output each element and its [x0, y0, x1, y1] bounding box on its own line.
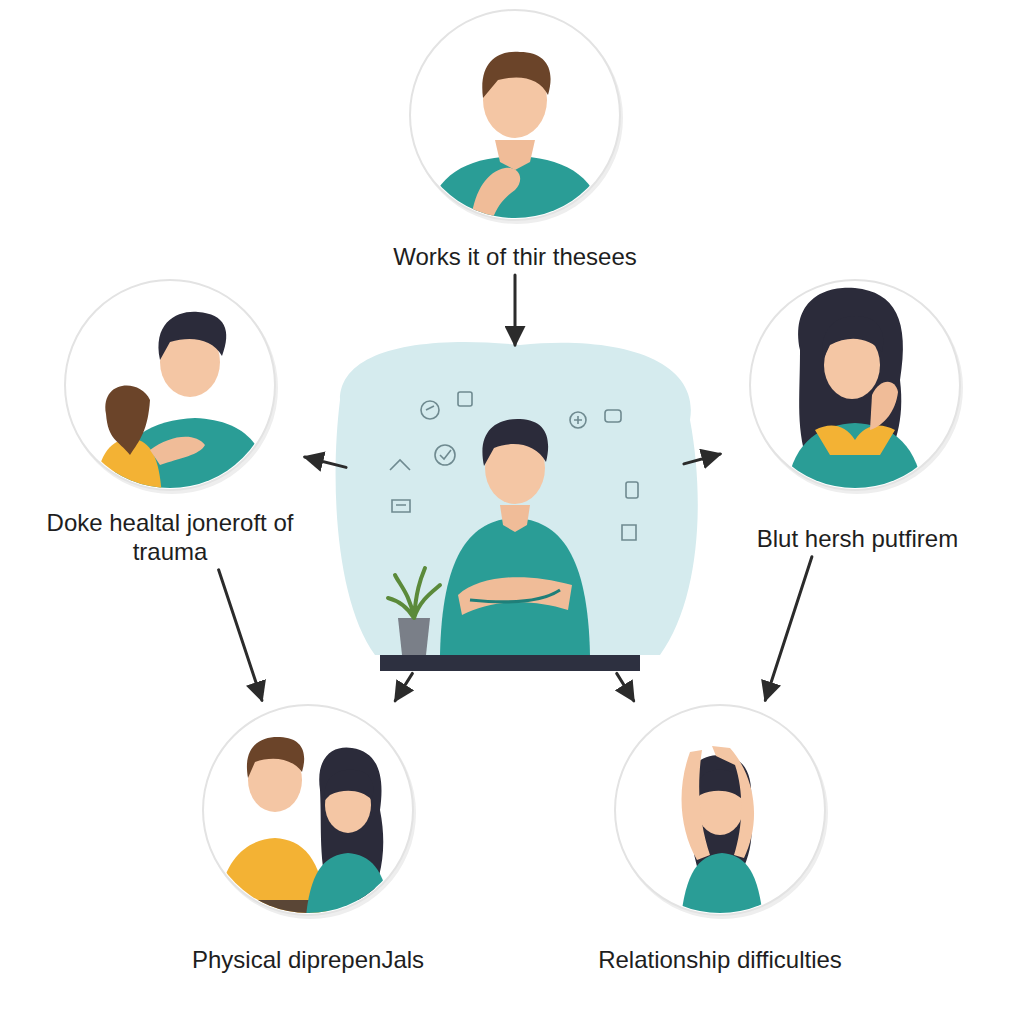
circle-node: Physical diprepenJals: [153, 705, 463, 974]
illustration-part: [380, 655, 640, 671]
illustration-part: [822, 316, 883, 360]
illustration-part: [421, 401, 439, 419]
illustration-part: [458, 577, 572, 615]
illustration-part: [622, 525, 636, 540]
node-label: Doke healtal joneroft of trauma: [40, 508, 300, 566]
node-label: Relationship difficulties: [565, 945, 875, 974]
node-label: Blut hersh putfirem: [725, 524, 990, 553]
illustration-part: [105, 386, 150, 455]
illustration-part: [870, 382, 898, 430]
illustration-part: [626, 482, 638, 498]
illustration-part: [785, 423, 925, 500]
illustration-part: [150, 437, 205, 465]
node-label: Works it of thir thesees: [365, 242, 665, 271]
circle-node: Doke healtal joneroft of trauma: [40, 280, 300, 566]
circle-node: Blut hersh putfirem: [725, 280, 990, 553]
man-child-figure: [95, 312, 272, 500]
circle-frames: [65, 10, 963, 919]
illustration-part: [325, 770, 374, 800]
flow-arrow: [219, 570, 262, 701]
illustration-part: [435, 445, 455, 465]
circle-node: Relationship difficulties: [565, 705, 875, 974]
illustration-part: [815, 425, 895, 455]
flow-arrow: [305, 457, 346, 467]
illustration-part: [570, 412, 586, 428]
illustration-part: [712, 746, 754, 858]
flow-arrow: [514, 275, 517, 345]
illustration-part: [605, 410, 621, 422]
illustration-part: [500, 505, 530, 532]
illustration-part: [215, 838, 328, 930]
illustration-part: [470, 590, 560, 602]
illustration-part: [240, 900, 310, 940]
flow-arrow: [395, 673, 412, 700]
illustration-part: [426, 406, 434, 410]
illustration-part: [458, 392, 472, 406]
illustration-part: [682, 750, 710, 860]
illustration-part: [470, 168, 520, 230]
illustration-part: [65, 280, 275, 490]
illustration-part: [392, 500, 410, 512]
center-scene: [336, 342, 698, 671]
illustration-part: [388, 568, 440, 618]
illustration-part: [440, 518, 590, 655]
illustration-part: [247, 737, 304, 778]
illustration-part: [159, 312, 227, 360]
illustration-part: [495, 140, 535, 170]
illustration-part: [680, 853, 764, 930]
scene-node: [350, 350, 680, 670]
node-label: Physical diprepenJals: [153, 945, 463, 974]
illustration-part: [482, 419, 548, 466]
man-figure: [425, 52, 605, 230]
flow-arrow: [684, 454, 720, 464]
illustration-part: [574, 416, 582, 424]
illustration-part: [482, 52, 550, 98]
illustration-part: [398, 618, 430, 655]
illustration-part: [305, 853, 392, 930]
illustration-part: [440, 450, 451, 459]
flow-arrow: [617, 673, 634, 700]
circle-node: Works it of thir thesees: [365, 10, 665, 271]
illustration-part: [390, 460, 410, 470]
flow-arrow: [765, 557, 812, 700]
illustration-part: [390, 392, 638, 540]
stretching-woman-figure: [680, 746, 764, 930]
illustration-part: [696, 770, 745, 800]
couple-figure: [215, 737, 392, 940]
woman-figure: [785, 288, 925, 500]
illustration-part: [336, 342, 698, 655]
